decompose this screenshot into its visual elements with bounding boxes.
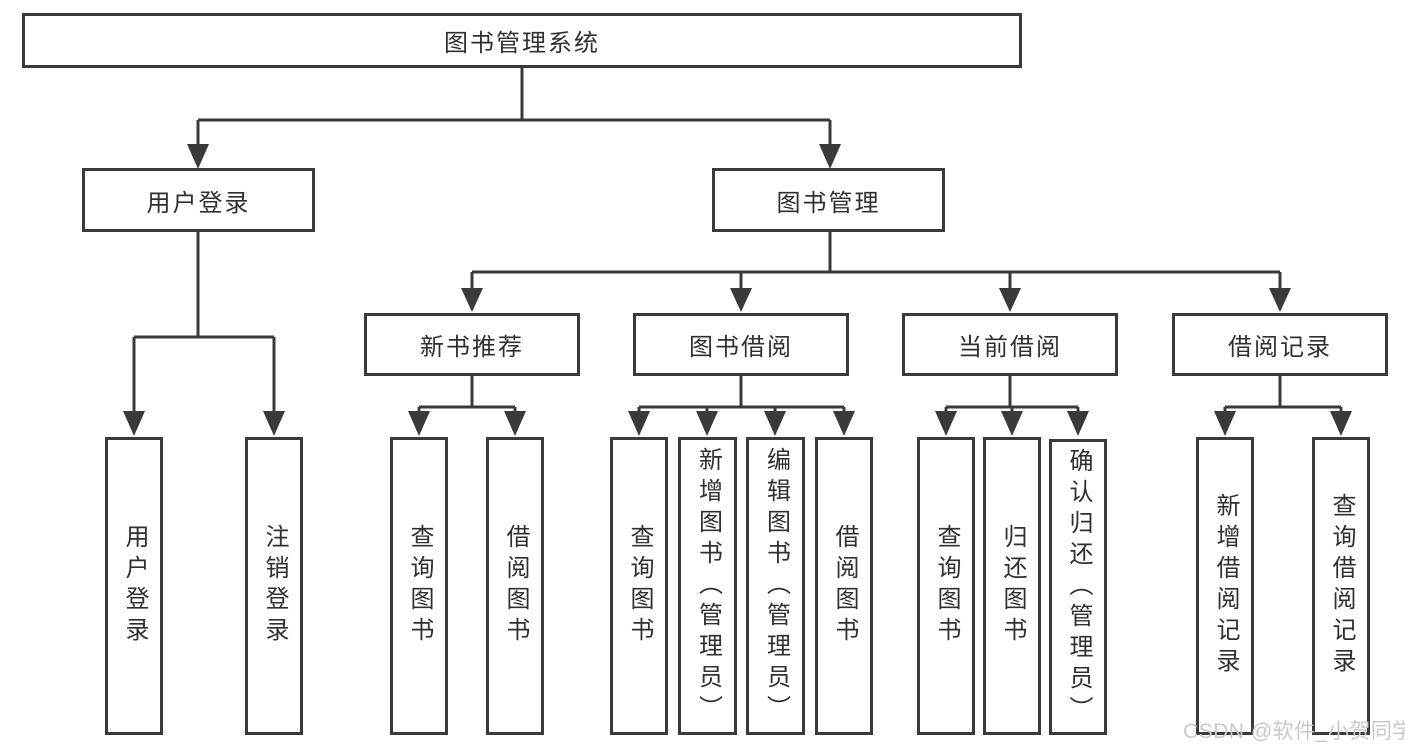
leaf-borrow-books: 借阅图书 <box>815 437 873 735</box>
leaf-query-books-current: 查询图书 <box>917 437 975 735</box>
leaf-borrow-books-recommend: 借阅图书 <box>486 437 544 735</box>
leaf-return-books: 归还图书 <box>983 437 1041 735</box>
csdn-watermark: CSDN @软件_小贺同学 <box>1183 720 1405 743</box>
node-current-borrowing: 当前借阅 <box>902 313 1118 376</box>
leaf-edit-books-admin: 编辑图书（管理员） <box>746 437 805 735</box>
node-borrowing-records: 借阅记录 <box>1172 313 1388 376</box>
leaf-add-books-admin: 新增图书（管理员） <box>678 437 737 735</box>
leaf-query-books-borrow: 查询图书 <box>610 437 668 735</box>
leaf-user-login: 用户登录 <box>105 437 163 735</box>
leaf-query-borrow-record: 查询借阅记录 <box>1312 437 1370 735</box>
leaf-logout: 注销登录 <box>245 437 303 735</box>
node-user-login-branch: 用户登录 <box>82 168 315 232</box>
leaf-query-books-recommend: 查询图书 <box>390 437 448 735</box>
node-new-book-recommend: 新书推荐 <box>364 313 580 376</box>
leaf-confirm-return-admin: 确认归还（管理员） <box>1049 439 1107 735</box>
node-library-management-system: 图书管理系统 <box>22 13 1022 68</box>
node-book-management-branch: 图书管理 <box>712 168 945 232</box>
node-book-borrowing: 图书借阅 <box>633 313 849 376</box>
leaf-add-borrow-record: 新增借阅记录 <box>1196 437 1254 735</box>
